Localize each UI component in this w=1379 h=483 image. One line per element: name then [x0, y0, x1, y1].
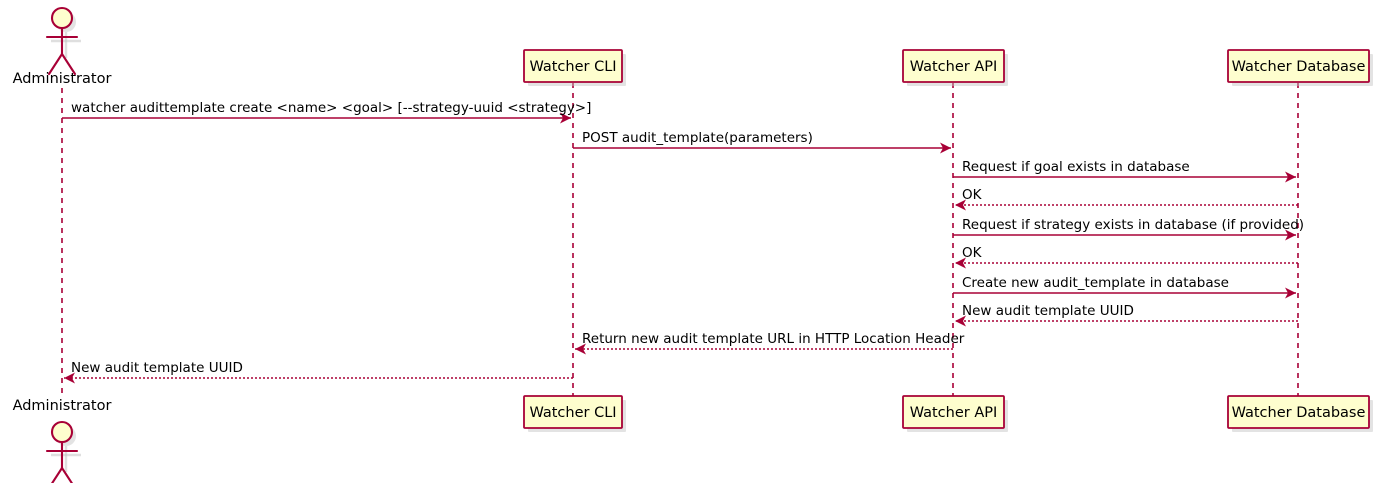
message-arrowhead: [955, 199, 966, 211]
actor-administrator[interactable]: Administrator: [13, 6, 112, 87]
participant-watcher-cli[interactable]: Watcher CLI: [523, 49, 626, 86]
message-label: OK: [962, 187, 983, 203]
message-arrowhead: [64, 372, 75, 384]
message-arrowhead: [940, 142, 951, 154]
participant-watcher-database[interactable]: Watcher Database: [1227, 49, 1373, 86]
participant-label: Watcher API: [910, 405, 998, 421]
actor-administrator[interactable]: Administrator: [13, 398, 112, 483]
message-7: Create new audit_template in database: [953, 275, 1296, 299]
message-label: New audit template UUID: [71, 360, 243, 376]
actor-leg-left: [50, 466, 64, 483]
message-arrowhead: [1285, 171, 1296, 183]
message-arrowhead: [955, 257, 966, 269]
participant-label: Watcher Database: [1232, 405, 1366, 421]
participant-label: Watcher API: [910, 59, 998, 75]
participant-label: Watcher CLI: [529, 59, 616, 75]
message-arrowhead: [575, 343, 586, 355]
participant-box[interactable]: [523, 49, 623, 83]
participant-box[interactable]: [1227, 395, 1370, 429]
message-arrowhead: [1285, 229, 1296, 241]
message-3: Request if goal exists in database: [953, 159, 1296, 183]
actor-leg-right: [60, 466, 74, 483]
message-label: Create new audit_template in database: [962, 275, 1229, 291]
participant-watcher-api[interactable]: Watcher API: [902, 395, 1008, 432]
message-label: OK: [962, 245, 983, 261]
message-label: Return new audit template URL in HTTP Lo…: [582, 331, 965, 347]
actor-head: [50, 6, 74, 30]
message-arrowhead: [955, 315, 966, 327]
message-9: Return new audit template URL in HTTP Lo…: [575, 331, 965, 355]
message-arrowhead: [1285, 287, 1296, 299]
participant-label: Watcher CLI: [529, 405, 616, 421]
participant-box[interactable]: [902, 395, 1005, 429]
participant-watcher-database[interactable]: Watcher Database: [1227, 395, 1373, 432]
participant-watcher-cli[interactable]: Watcher CLI: [523, 395, 626, 432]
message-1: watcher audittemplate create <name> <goa…: [62, 100, 591, 124]
lifelines-layer: [61, 83, 1299, 396]
actor-head: [50, 420, 74, 444]
actor-leg-right: [60, 52, 77, 76]
actor-label: Administrator: [13, 71, 112, 87]
message-2: POST audit_template(parameters): [573, 130, 951, 154]
message-8: New audit template UUID: [955, 303, 1298, 327]
message-10: New audit template UUID: [64, 360, 573, 384]
actor-label: Administrator: [13, 398, 112, 414]
message-6: OK: [955, 245, 1298, 269]
messages-layer: watcher audittemplate create <name> <goa…: [62, 100, 1304, 384]
message-label: Request if goal exists in database: [962, 159, 1190, 175]
participant-box[interactable]: [523, 395, 623, 429]
participant-box[interactable]: [902, 49, 1005, 83]
message-label: POST audit_template(parameters): [582, 130, 813, 146]
message-label: New audit template UUID: [962, 303, 1134, 319]
participant-label: Watcher Database: [1232, 59, 1366, 75]
message-5: Request if strategy exists in database (…: [953, 217, 1304, 241]
message-4: OK: [955, 187, 1298, 211]
actor-leg-left: [47, 52, 64, 76]
participant-box[interactable]: [1227, 49, 1370, 83]
message-arrowhead: [560, 112, 571, 124]
message-label: Request if strategy exists in database (…: [962, 217, 1304, 233]
message-label: watcher audittemplate create <name> <goa…: [71, 100, 591, 116]
participant-watcher-api[interactable]: Watcher API: [902, 49, 1008, 86]
